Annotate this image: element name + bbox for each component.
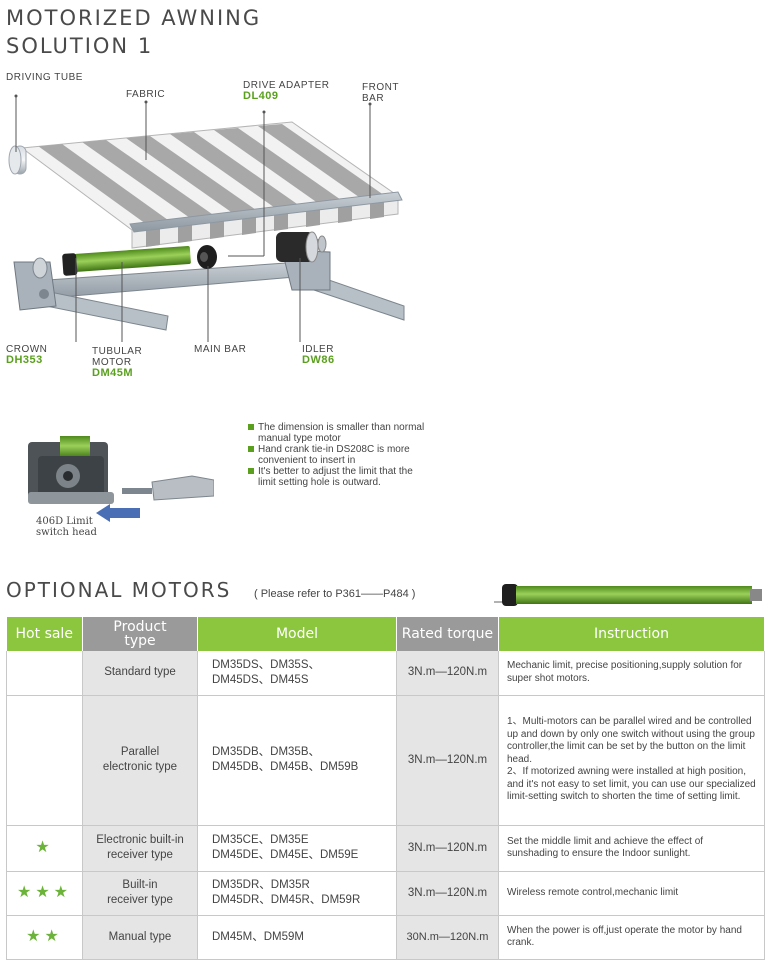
label-limit-1: 406D Limit xyxy=(36,516,93,527)
model-line: DM35DR、DM35R xyxy=(212,879,310,891)
code-idler: DW86 xyxy=(302,354,335,366)
label-tubular-motor-2: MOTOR xyxy=(92,357,132,368)
label-idler: IDLER DW86 xyxy=(302,344,335,366)
model-line: DM45DB、DM45B、DM59B xyxy=(212,761,359,773)
label-idler-text: IDLER xyxy=(302,344,334,355)
optional-motors-reference: ( Please refer to P361——P484 ) xyxy=(254,588,416,600)
label-crown-text: CROWN xyxy=(6,344,48,355)
label-tubular-motor-1: TUBULAR xyxy=(92,346,143,357)
limit-switch-inset xyxy=(28,436,214,522)
torque-cell: 3N.m—120N.m xyxy=(396,871,499,916)
instruction-cell: Set the middle limit and achieve the eff… xyxy=(498,825,765,872)
label-main-bar: MAIN BAR xyxy=(194,344,247,355)
hot-sale-stars: ★★★ xyxy=(16,883,73,901)
model-line: DM45DS、DM45S xyxy=(212,673,309,686)
awning-exploded-diagram xyxy=(8,94,405,342)
main-bar-shape xyxy=(13,239,405,331)
idler-shape xyxy=(276,231,327,263)
hot-sale-stars: ★★ xyxy=(26,927,63,945)
code-tubular-motor: DM45M xyxy=(92,367,134,379)
label-driving-tube: DRIVING TUBE xyxy=(6,72,83,83)
product-type-cell: Built-in receiver type xyxy=(82,871,198,916)
label-tubular-motor: TUBULAR MOTOR DM45M xyxy=(92,346,142,379)
header-instruction: Instruction xyxy=(498,617,765,651)
label-front-bar: FRONT BAR xyxy=(362,82,399,104)
torque-cell: 3N.m—120N.m xyxy=(396,825,499,872)
model-line: DM45DE、DM45E、DM59E xyxy=(212,849,359,861)
header-hot-sale: Hot sale xyxy=(6,617,83,651)
header-product-type: Product type xyxy=(82,617,198,651)
model-line: DM35DB、DM35B、 xyxy=(212,746,320,758)
label-drive-adapter-text: DRIVE ADAPTER xyxy=(243,80,330,91)
hot-sale-stars: ★ xyxy=(35,838,54,856)
instruction-line: 2、If motorized awning were installed at … xyxy=(507,766,756,803)
code-drive-adapter: DL409 xyxy=(243,90,279,102)
torque-cell: 3N.m—120N.m xyxy=(396,695,499,826)
table-header-row: Hot sale Product type Model Rated torque… xyxy=(6,617,765,651)
product-type-cell: Manual type xyxy=(82,915,198,960)
page-title: MOTORIZED AWNING SOLUTION 1 xyxy=(6,4,261,60)
model-cell: DM45M、DM59M xyxy=(197,915,397,960)
label-crown: CROWN DH353 xyxy=(6,344,47,366)
drive-adapter-shape xyxy=(197,245,217,269)
feature-list: The dimension is smaller than normal man… xyxy=(248,422,428,488)
instruction-cell: When the power is off,just operate the m… xyxy=(498,915,765,960)
instruction-cell: Mechanic limit, precise positioning,supp… xyxy=(498,651,765,696)
table-row: ★★★ Built-in receiver type DM35DR、DM35R … xyxy=(6,871,765,916)
feature-item: It's better to adjust the limit that the… xyxy=(248,466,428,488)
product-type-cell: Parallel electronic type xyxy=(82,695,198,826)
label-fabric: FABRIC xyxy=(126,89,166,100)
optional-motors-table: Hot sale Product type Model Rated torque… xyxy=(6,617,765,960)
model-cell: DM35DR、DM35R DM45DR、DM45R、DM59R xyxy=(197,871,397,916)
label-limit-2: switch head xyxy=(36,527,97,538)
instruction-line: 1、Multi-motors can be parallel wired and… xyxy=(507,716,755,765)
model-line: DM45M、DM59M xyxy=(212,930,305,943)
code-crown: DH353 xyxy=(6,354,43,366)
table-row: ★ Electronic built-in receiver type DM35… xyxy=(6,825,765,872)
product-type-cell: Electronic built-in receiver type xyxy=(82,825,198,872)
optional-motors-title: OPTIONAL MOTORS xyxy=(6,578,232,602)
fabric-shape xyxy=(8,121,403,249)
tubular-motor-image xyxy=(494,584,762,606)
feature-item: The dimension is smaller than normal man… xyxy=(248,422,428,444)
leader-lines xyxy=(15,96,371,342)
feature-item: Hand crank tie-in DS208C is more conveni… xyxy=(248,444,428,466)
label-front-bar-2: BAR xyxy=(362,93,385,104)
model-line: DM35CE、DM35E xyxy=(212,834,309,846)
model-cell: DM35DB、DM35B、 DM45DB、DM45B、DM59B xyxy=(197,695,397,826)
model-cell: DM35CE、DM35E DM45DE、DM45E、DM59E xyxy=(197,825,397,872)
table-row: Standard type DM35DS、DM35S、 DM45DS、DM45S… xyxy=(6,651,765,696)
page-title-line1: MOTORIZED AWNING xyxy=(6,6,262,30)
product-type-cell: Standard type xyxy=(82,651,198,696)
instruction-cell: 1、Multi-motors can be parallel wired and… xyxy=(498,695,765,826)
tubular-motor-shape xyxy=(32,246,191,279)
instruction-cell: Wireless remote control,mechanic limit xyxy=(498,871,765,916)
label-drive-adapter: DRIVE ADAPTER DL409 xyxy=(243,80,330,102)
header-rated-torque: Rated torque xyxy=(396,617,499,651)
model-line: DM45DR、DM45R、DM59R xyxy=(212,894,361,906)
table-row: Parallel electronic type DM35DB、DM35B、 D… xyxy=(6,695,765,826)
model-cell: DM35DS、DM35S、 DM45DS、DM45S xyxy=(197,651,397,696)
page-title-line2: SOLUTION 1 xyxy=(6,34,154,58)
torque-cell: 3N.m—120N.m xyxy=(396,651,499,696)
table-row: ★★ Manual type DM45M、DM59M 30N.m—120N.m … xyxy=(6,915,765,960)
label-front-bar-1: FRONT xyxy=(362,82,399,93)
label-limit-switch-head: 406D Limit switch head xyxy=(36,516,97,538)
model-line: DM35DS、DM35S、 xyxy=(212,658,320,671)
torque-cell: 30N.m—120N.m xyxy=(396,915,499,960)
header-model: Model xyxy=(197,617,397,651)
